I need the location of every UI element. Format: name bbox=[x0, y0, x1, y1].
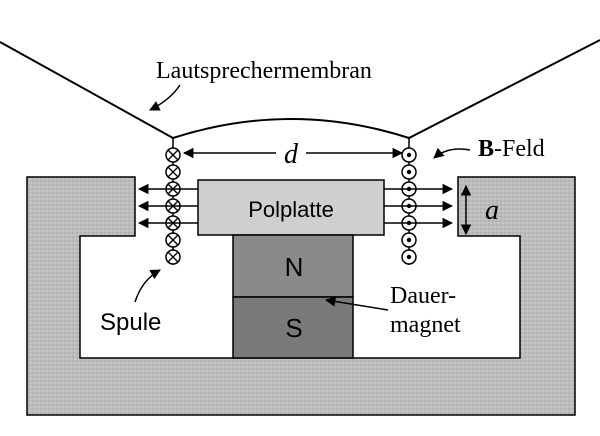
pole-plate-label: Polplatte bbox=[248, 197, 334, 222]
cross-stroke bbox=[168, 150, 178, 160]
magnet-pointer bbox=[324, 296, 389, 311]
cross-stroke bbox=[168, 252, 178, 262]
magnet-housing bbox=[26, 176, 576, 416]
membrane-label: Lautsprechermembran bbox=[156, 58, 372, 84]
pole-plate bbox=[197, 179, 385, 236]
cross-stroke bbox=[168, 167, 178, 177]
field-arrows-left bbox=[137, 183, 198, 229]
north-pole-label: N bbox=[285, 252, 304, 282]
b-field-text: -Feld bbox=[494, 136, 545, 162]
cross-stroke bbox=[168, 235, 178, 245]
dot-mark bbox=[406, 237, 412, 243]
south-pole-label: S bbox=[285, 313, 302, 343]
b-field-pointer bbox=[433, 147, 471, 159]
coil-label: Spule bbox=[100, 309, 161, 336]
speaker-membrane bbox=[0, 39, 600, 140]
dot-mark bbox=[406, 152, 412, 158]
coil-pointer bbox=[134, 269, 161, 303]
b-field-symbol: B bbox=[478, 136, 494, 162]
magnet-south bbox=[232, 296, 354, 359]
magnet-label-line1: Dauer- bbox=[390, 283, 456, 309]
dot-mark bbox=[406, 254, 412, 260]
gap-label: a bbox=[485, 195, 499, 226]
distance-label-bg bbox=[276, 138, 306, 168]
distance-label: d bbox=[284, 139, 299, 170]
field-arrows-right bbox=[384, 183, 454, 229]
b-field-label: B-Feld bbox=[478, 136, 545, 162]
magnet-label-line2: magnet bbox=[390, 312, 461, 338]
dot-mark bbox=[406, 169, 412, 175]
membrane-pointer bbox=[149, 84, 181, 111]
